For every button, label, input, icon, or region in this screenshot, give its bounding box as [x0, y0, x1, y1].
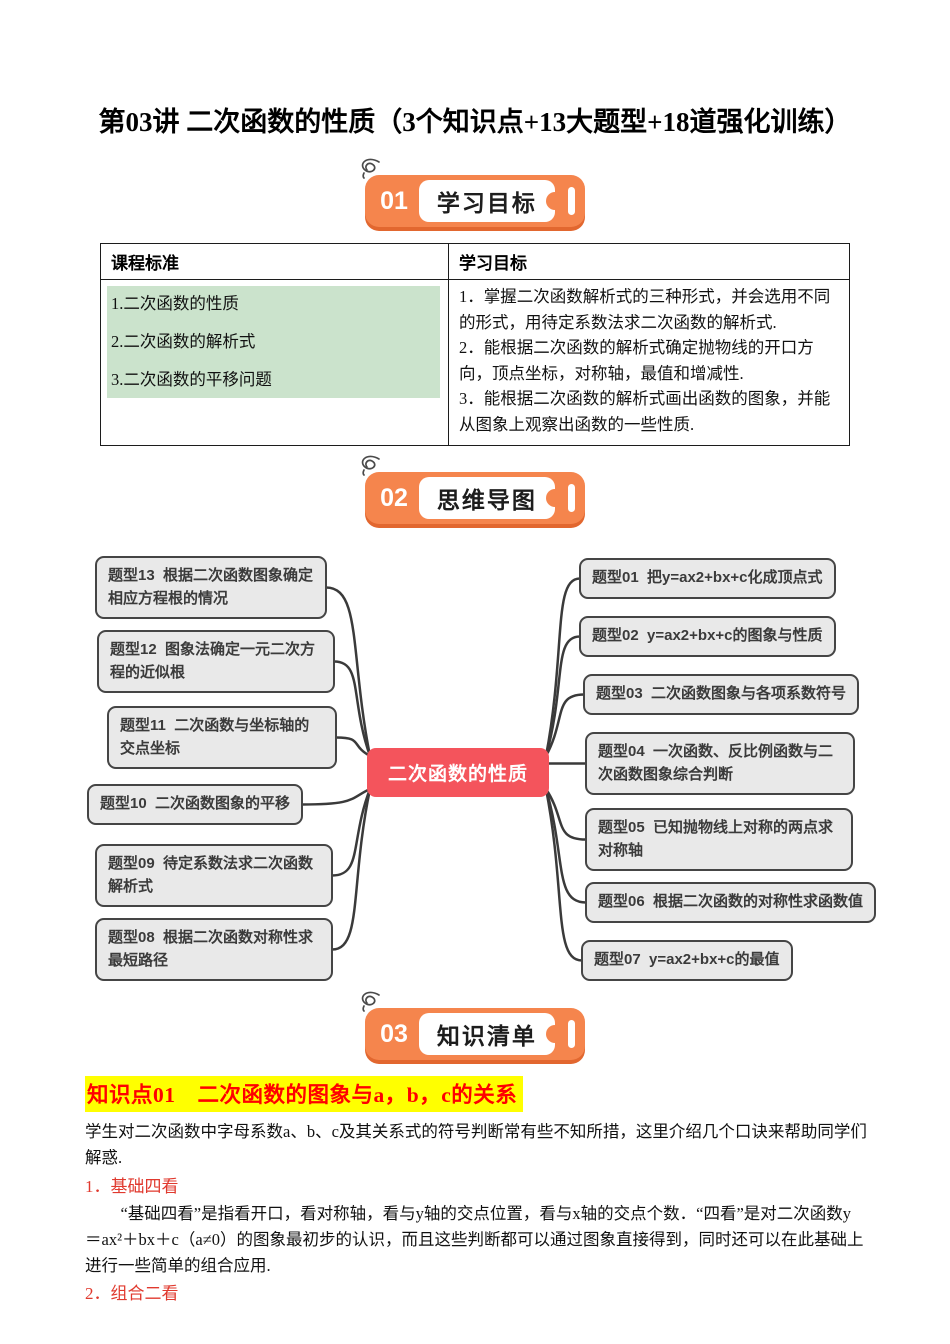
col-header-goals: 学习目标	[448, 243, 850, 280]
mindmap-connector-lines	[300, 577, 588, 963]
goals-cell: 1．掌握二次函数解析式的三种形式，并会选用不同的形式，用待定系数法求二次函数的解…	[448, 278, 850, 447]
mindmap-node-01: 题型01 把y=ax2+bx+c化成顶点式	[579, 558, 836, 599]
mindmap-node-13: 题型13 根据二次函数图象确定相应方程根的情况	[95, 556, 327, 620]
section-number: 03	[380, 1019, 408, 1048]
mindmap: 题型13 根据二次函数图象确定相应方程根的情况 题型12 图象法确定一元二次方程…	[85, 534, 877, 992]
knowledge-intro: 学生对二次函数中字母系数a、b、c及其关系式的符号判断常有些不知所措，这里介绍几…	[85, 1122, 867, 1168]
mindmap-node-02: 题型02 y=ax2+bx+c的图象与性质	[579, 616, 836, 657]
standard-item: 1.二次函数的性质	[111, 294, 239, 313]
goal-item: 2．能根据二次函数的解析式确定抛物线的开口方向，顶点坐标，对称轴，最值和增减性.	[459, 338, 814, 383]
badge-pill: 01 学习目标	[365, 175, 585, 227]
badge-stub	[567, 187, 575, 215]
knowledge-subheading-2: 2．组合二看	[85, 1284, 179, 1304]
section-title: 思维导图	[418, 477, 555, 520]
mindmap-node-11: 题型11 二次函数与坐标轴的交点坐标	[107, 706, 337, 770]
objectives-table: 课程标准 学习目标 1.二次函数的性质 2.二次函数的解析式 3.二次函数的平移…	[100, 243, 850, 447]
document-page: 第03讲 二次函数的性质（3个知识点+13大题型+18道强化训练） 01 学习目…	[0, 0, 950, 1307]
knowledge-section: 知识点01 二次函数的图象与a，b，c的关系 学生对二次函数中字母系数a、b、c…	[85, 1076, 867, 1306]
mindmap-center: 二次函数的性质	[367, 748, 549, 798]
section-number: 02	[380, 483, 408, 512]
goal-item: 3．能根据二次函数的解析式画出函数的图象，并能从图象上观察出函数的一些性质.	[459, 389, 831, 434]
mindmap-node-09: 题型09 待定系数法求二次函数解析式	[95, 844, 333, 908]
standards-cell: 1.二次函数的性质 2.二次函数的解析式 3.二次函数的平移问题	[100, 278, 449, 447]
badge-stub	[567, 1020, 575, 1049]
standard-item: 2.二次函数的解析式	[111, 331, 256, 351]
section-badge-02: 02 思维导图	[361, 455, 585, 525]
mindmap-node-05: 题型05 已知抛物线上对称的两点求对称轴	[585, 808, 853, 872]
standards-list: 1.二次函数的性质 2.二次函数的解析式 3.二次函数的平移问题	[107, 286, 440, 399]
squiggle-icon	[361, 455, 380, 477]
col-header-standards: 课程标准	[100, 243, 449, 280]
mindmap-node-07: 题型07 y=ax2+bx+c的最值	[581, 940, 793, 981]
section-badge-01: 01 学习目标	[361, 158, 585, 227]
squiggle-icon	[361, 158, 380, 179]
section-number: 01	[380, 186, 408, 215]
mindmap-node-04: 题型04 一次函数、反比例函数与二次函数图象综合判断	[585, 732, 855, 796]
mindmap-node-08: 题型08 根据二次函数对称性求最短路径	[95, 918, 333, 982]
squiggle-icon	[361, 991, 380, 1013]
badge-stub	[567, 484, 575, 513]
mindmap-node-06: 题型06 根据二次函数的对称性求函数值	[585, 882, 877, 923]
section-badge-03: 03 知识清单	[361, 991, 585, 1061]
mindmap-node-12: 题型12 图象法确定一元二次方程的近似根	[97, 630, 335, 694]
standard-item: 3.二次函数的平移问题	[111, 369, 272, 389]
knowledge-subheading-1: 1．基础四看	[85, 1176, 179, 1196]
page-title: 第03讲 二次函数的性质（3个知识点+13大题型+18道强化训练）	[98, 107, 852, 137]
section-title: 学习目标	[418, 180, 555, 222]
goal-item: 1．掌握二次函数解析式的三种形式，并会选用不同的形式，用待定系数法求二次函数的解…	[459, 287, 831, 332]
mindmap-node-10: 题型10 二次函数图象的平移	[87, 784, 304, 825]
badge-pill: 02 思维导图	[365, 472, 585, 525]
knowledge-point-heading: 知识点01 二次函数的图象与a，b，c的关系	[85, 1076, 524, 1113]
knowledge-paragraph-1: “基础四看”是指看开口，看对称轴，看与y轴的交点位置，看与x轴的交点个数．“四看…	[85, 1204, 864, 1276]
badge-pill: 03 知识清单	[365, 1008, 585, 1061]
mindmap-node-03: 题型03 二次函数图象与各项系数符号	[583, 674, 860, 715]
section-title: 知识清单	[418, 1013, 555, 1056]
